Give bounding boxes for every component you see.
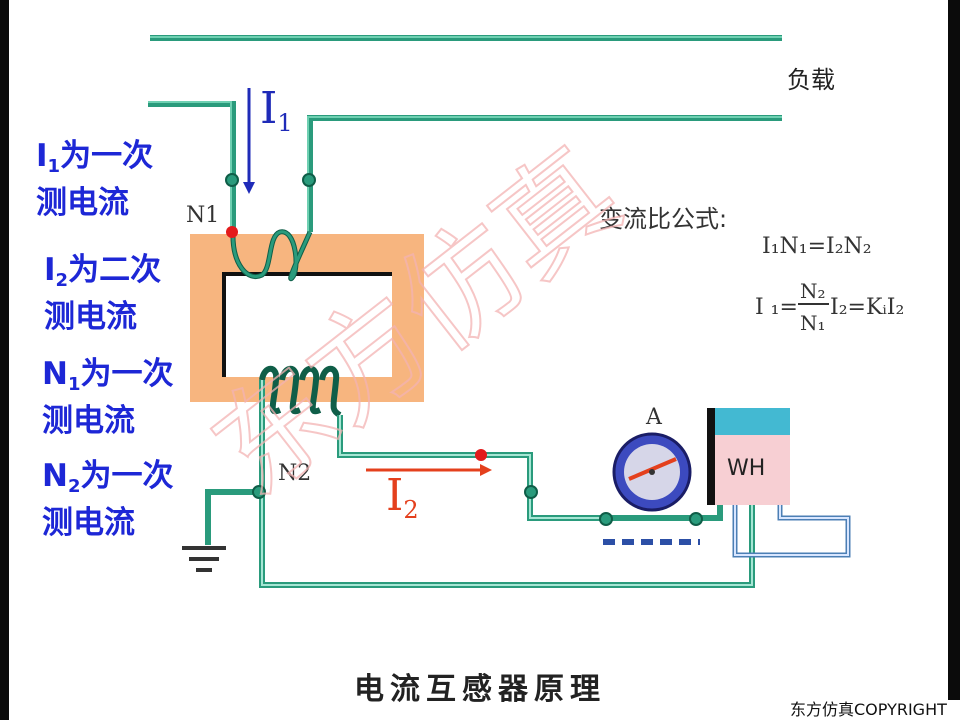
- ammeter-icon: A: [612, 405, 692, 512]
- load-label: 负载: [787, 66, 835, 94]
- formula-title: 变流比公式:: [599, 205, 727, 233]
- side-label-n1: N1为一次 测电流: [42, 356, 174, 439]
- left-edge-bar: [0, 0, 9, 720]
- diagram-title: 电流互感器原理: [354, 672, 606, 707]
- i2-arrow-icon: [366, 464, 492, 476]
- svg-text:N₂: N₂: [800, 279, 826, 303]
- i1-arrow-icon: [243, 88, 255, 194]
- n1-label: N1: [186, 203, 219, 228]
- side-label-i2: I2为二次 测电流: [44, 252, 162, 335]
- ammeter-label: A: [645, 405, 663, 430]
- n2-label: N2: [278, 461, 311, 486]
- red-current-dots: [226, 226, 487, 461]
- meter-label: WH: [727, 456, 765, 481]
- i1-arrow-label: I1: [260, 83, 293, 137]
- secondary-winding: [259, 365, 342, 418]
- svg-text:I ₁=: I ₁=: [755, 295, 798, 320]
- transformer-core: [190, 234, 424, 402]
- side-label-n2: N2为一次 测电流: [42, 458, 174, 541]
- side-label-i1: I1为一次 测电流: [36, 138, 154, 221]
- i2-arrow-label: I2: [386, 470, 419, 524]
- copyright-text: 东方仿真COPYRIGHT: [790, 700, 947, 719]
- svg-text:N₁: N₁: [800, 311, 826, 335]
- svg-text:I₂=KᵢI₂: I₂=KᵢI₂: [830, 295, 904, 320]
- load-lines: [150, 35, 782, 121]
- ground-symbol: [182, 546, 226, 572]
- watt-hour-meter: WH: [707, 408, 790, 505]
- right-edge-bar: [948, 0, 960, 700]
- formula-line2: I ₁= N₂ N₁ I₂=KᵢI₂: [755, 279, 904, 335]
- junction-dots: [225, 173, 703, 526]
- formula-line1: I₁N₁=I₂N₂: [762, 234, 872, 259]
